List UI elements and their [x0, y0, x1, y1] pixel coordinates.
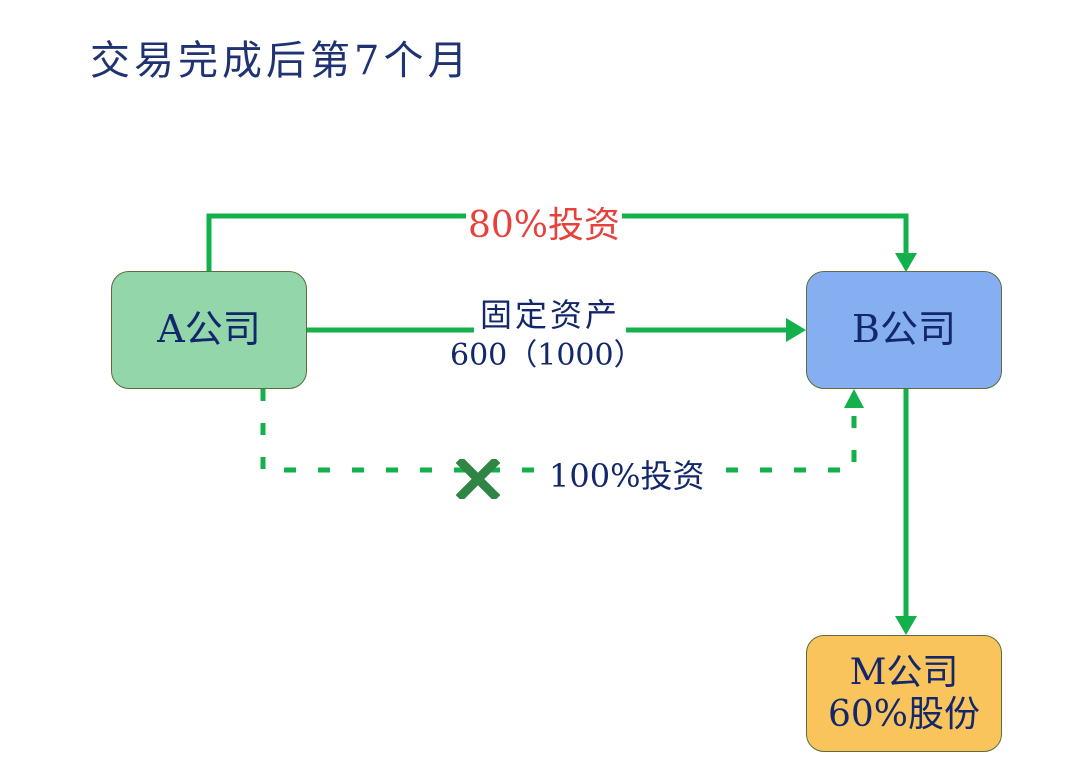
cross-icon [456, 459, 500, 499]
node-a-company: A公司 [111, 271, 307, 389]
edge-label-fixed-asset: 固定资产 [474, 290, 627, 336]
edge-label-80-investment: 80%投资 [466, 196, 623, 248]
slide-title: 交易完成后第7个月 [90, 38, 472, 84]
node-b-label: B公司 [852, 307, 956, 352]
node-a-label: A公司 [157, 307, 261, 352]
arrowhead-b-top [895, 253, 917, 272]
node-b-company: B公司 [806, 271, 1002, 389]
edge-label-fixed-asset-value: 600（1000） [450, 338, 644, 373]
arrowhead-b-bottom [844, 389, 864, 408]
node-m-share-label: 60%股份 [827, 693, 981, 735]
edge-label-100-investment: 100%投资 [545, 451, 709, 497]
node-m-company: M公司 60%股份 [806, 635, 1002, 752]
arrowhead-b-left [786, 318, 806, 342]
node-m-label: M公司 [849, 652, 959, 694]
arrowhead-m-top [895, 616, 917, 635]
